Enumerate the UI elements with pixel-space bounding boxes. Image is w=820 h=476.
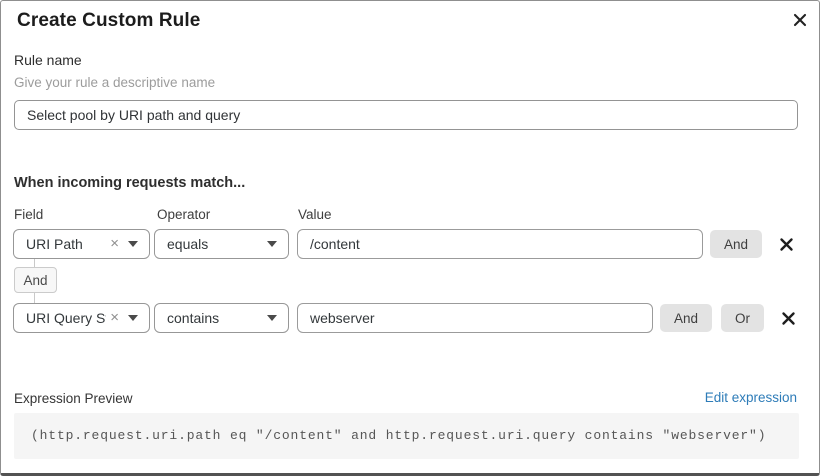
value-input[interactable] (297, 229, 703, 259)
rule-name-input[interactable] (14, 100, 798, 130)
clear-field-icon[interactable]: × (110, 308, 119, 326)
operator-select-value: equals (167, 236, 209, 252)
remove-row-button[interactable] (776, 306, 800, 330)
operator-select-value: contains (167, 310, 220, 326)
chevron-down-icon (267, 241, 277, 247)
chevron-down-icon (128, 315, 138, 321)
add-or-condition-button[interactable]: Or (721, 304, 764, 332)
value-column-label: Value (298, 207, 332, 222)
and-connector-badge: And (14, 267, 57, 293)
value-input[interactable] (297, 303, 653, 333)
remove-row-button[interactable] (774, 232, 798, 256)
expression-preview-label: Expression Preview (14, 391, 133, 406)
rule-name-label: Rule name (14, 52, 82, 68)
chevron-down-icon (128, 241, 138, 247)
expression-preview-box: (http.request.uri.path eq "/content" and… (14, 413, 799, 459)
field-select-value: URI Query St... (26, 310, 106, 326)
chevron-down-icon (267, 315, 277, 321)
field-select[interactable]: URI Query St... × (13, 303, 150, 333)
edit-expression-link[interactable]: Edit expression (704, 390, 797, 405)
remove-row-icon (781, 311, 795, 325)
matcher-heading: When incoming requests match... (14, 175, 246, 191)
add-and-condition-button[interactable]: And (660, 304, 713, 332)
dialog-title: Create Custom Rule (17, 10, 201, 31)
close-button[interactable] (788, 8, 812, 32)
expression-code: (http.request.uri.path eq "/content" and… (31, 428, 767, 443)
field-column-label: Field (14, 207, 44, 222)
field-select-value: URI Path (26, 236, 83, 252)
field-select[interactable]: URI Path × (13, 229, 150, 259)
operator-select[interactable]: contains (154, 303, 289, 333)
remove-row-icon (779, 237, 793, 251)
operator-column-label: Operator (157, 207, 211, 222)
rule-name-hint: Give your rule a descriptive name (14, 75, 216, 90)
clear-field-icon[interactable]: × (110, 234, 119, 252)
operator-select[interactable]: equals (154, 229, 289, 259)
close-icon (793, 13, 807, 27)
add-and-condition-button[interactable]: And (710, 230, 763, 258)
